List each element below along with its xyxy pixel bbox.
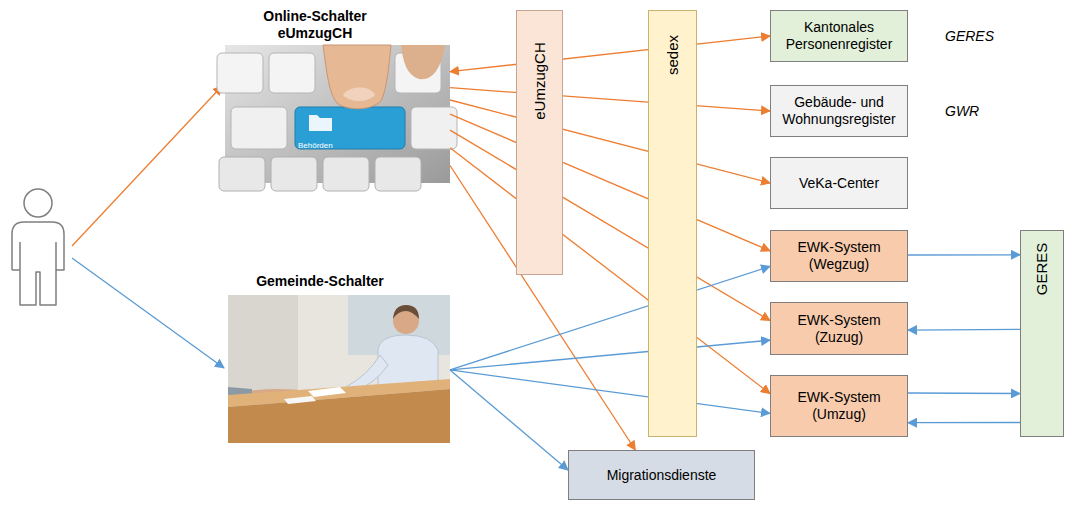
clerk-hair	[393, 305, 419, 319]
bar-label: GERES	[1033, 243, 1051, 296]
register-box: Gebäude- und Wohnungsregister	[770, 85, 908, 137]
channel-panel: Gemeinde-Schalter	[228, 273, 450, 443]
key-label: Behörden	[298, 141, 333, 150]
flow-arrow	[450, 266, 770, 370]
photo-ground	[228, 295, 450, 443]
box-label: Kantonales Personenregister	[777, 19, 901, 53]
flow-arrow	[450, 340, 770, 370]
flow-arrow	[450, 36, 770, 72]
box-label: EWK-System (Umzug)	[777, 389, 901, 423]
key	[411, 107, 457, 149]
box-label: EWK-System (Zuzug)	[777, 312, 901, 346]
flow-arrow	[908, 254, 1020, 255]
blue-key	[295, 107, 405, 149]
fingernail	[343, 88, 375, 102]
keyboard-photo	[217, 45, 457, 191]
counter-photo	[228, 295, 450, 443]
flow-arrow	[450, 88, 770, 111]
channel-heading: Gemeinde-Schalter	[245, 273, 395, 290]
user-arrow-counter	[72, 258, 224, 368]
person-icon	[12, 189, 64, 305]
system-box: EWK-System (Zuzug)	[770, 302, 908, 355]
paper	[284, 396, 316, 404]
person-body	[12, 222, 64, 305]
flow-arrow	[908, 329, 1020, 331]
box-label: Gebäude- und Wohnungsregister	[777, 94, 901, 128]
register-bar: GERES	[1020, 230, 1064, 437]
channel-panel: Online-Schalter eUmzugCH	[225, 8, 450, 185]
channel-heading: Online-Schalter eUmzugCH	[245, 8, 385, 42]
system-box: EWK-System (Wegzug)	[770, 230, 908, 282]
box-label: Migrationsdienste	[607, 467, 717, 484]
bar-label: eUmzugCH	[530, 42, 548, 120]
key	[231, 107, 287, 149]
service-box: VeKa-Center	[770, 157, 908, 209]
key	[219, 157, 265, 191]
flow-arrow	[908, 422, 1020, 424]
box-label: EWK-System (Wegzug)	[777, 239, 901, 273]
box-label: VeKa-Center	[799, 175, 879, 192]
register-abbreviation: GERES	[945, 28, 994, 44]
flow-arrow	[450, 100, 770, 183]
system-box: EWK-System (Umzug)	[770, 375, 908, 437]
paper	[308, 387, 346, 397]
bar-label: sedex	[664, 35, 682, 75]
flow-arrow	[450, 370, 568, 470]
platform-bar: eUmzugCH	[516, 10, 563, 275]
flow-arrow	[450, 130, 770, 321]
key	[323, 157, 369, 191]
key	[269, 53, 315, 93]
key	[217, 53, 263, 93]
user-arrow-online	[72, 86, 222, 246]
key	[375, 157, 421, 191]
folder-icon	[309, 115, 332, 131]
flow-arrow	[450, 370, 770, 414]
register-box: Kantonales Personenregister	[770, 10, 908, 62]
finger	[401, 45, 445, 79]
flow-arrow	[908, 392, 1020, 394]
flow-arrow	[450, 148, 770, 394]
register-abbreviation: GWR	[945, 103, 979, 119]
service-box: Migrationsdienste	[568, 450, 755, 500]
person-head	[24, 189, 52, 217]
key	[271, 157, 317, 191]
counter-front	[228, 389, 450, 443]
finger	[323, 45, 391, 109]
platform-bar: sedex	[648, 10, 697, 437]
flow-arrow	[450, 114, 770, 251]
